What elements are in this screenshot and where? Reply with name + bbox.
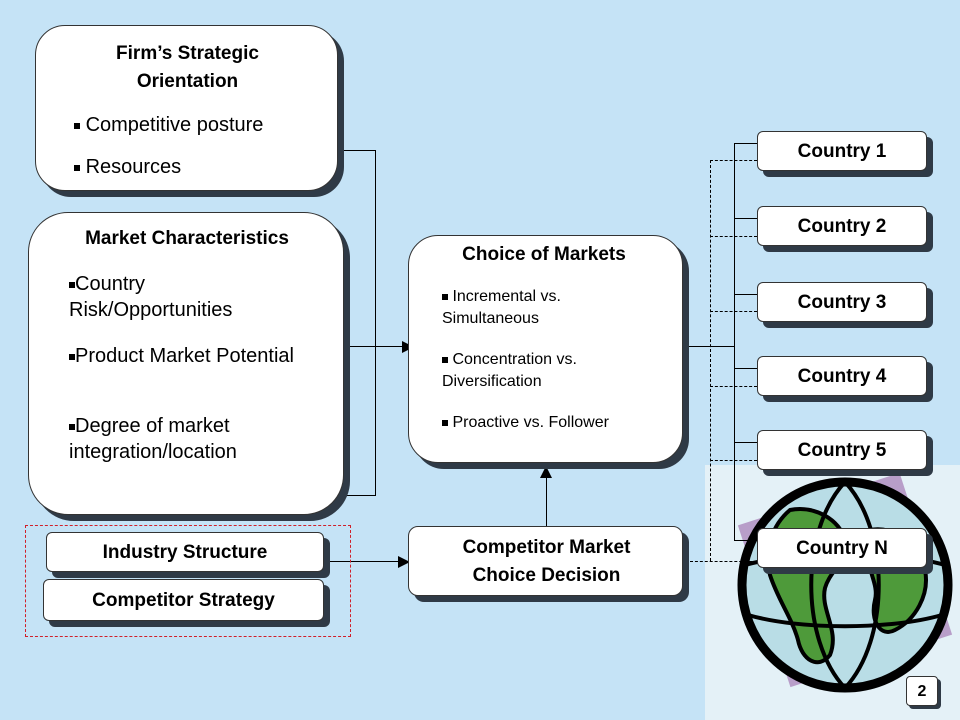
arrow-icon: [398, 556, 410, 568]
market-item: Product Market Potential: [69, 343, 309, 369]
choice-of-markets-title: Choice of Markets: [462, 244, 626, 265]
dashed-connector: [710, 160, 711, 561]
connector: [734, 218, 757, 219]
country-box: Country 2: [757, 206, 927, 246]
dashed-group-outline: [25, 525, 351, 637]
country-box: Country 4: [757, 356, 927, 396]
dashed-connector: [710, 386, 757, 387]
choice-item: Concentration vs. Diversification: [442, 351, 577, 390]
bullet-icon: [442, 419, 448, 426]
choice-of-markets-box: Choice of Markets Incremental vs. Simult…: [408, 235, 683, 463]
connector: [325, 495, 375, 496]
country-box: Country 5: [757, 430, 927, 470]
market-item: Country Risk/Opportunities: [69, 273, 233, 321]
strategic-orientation-box: Firm’s Strategic Orientation Competitive…: [35, 25, 338, 191]
market-characteristics-title: Market Characteristics: [85, 228, 289, 249]
country-box: Country 1: [757, 131, 927, 171]
bullet-icon: [442, 356, 448, 363]
country-box: Country 3: [757, 282, 927, 322]
choice-item: Proactive vs. Follower: [442, 412, 652, 434]
connector: [734, 442, 757, 443]
bullet-icon: [69, 281, 75, 288]
connector: [734, 540, 757, 541]
connector: [340, 150, 375, 151]
choice-item: Incremental vs. Simultaneous: [442, 288, 561, 327]
dashed-connector: [710, 460, 757, 461]
page-number: 2: [906, 676, 938, 706]
dashed-connector: [710, 160, 757, 161]
country-box: Country N: [757, 528, 927, 568]
dashed-connector: [690, 561, 757, 562]
connector: [345, 346, 405, 347]
connector: [546, 475, 547, 527]
connector: [375, 150, 376, 496]
connector: [330, 561, 400, 562]
orientation-item: Competitive posture: [74, 114, 263, 137]
market-item: Degree of market integration/location: [69, 415, 237, 463]
bullet-icon: [442, 293, 448, 300]
globe-icon: [737, 477, 953, 693]
connector: [734, 143, 757, 144]
bullet-icon: [74, 122, 80, 129]
bullet-icon: [74, 164, 80, 171]
market-characteristics-box: Market Characteristics Country Risk/Oppo…: [28, 212, 344, 515]
industry-structure-box: Industry Structure: [46, 532, 324, 572]
orientation-item: Resources: [74, 156, 181, 179]
bullet-icon: [69, 423, 75, 430]
bullet-icon: [69, 353, 75, 360]
connector: [734, 294, 757, 295]
connector: [734, 143, 735, 541]
dashed-connector: [710, 236, 757, 237]
competitor-strategy-box: Competitor Strategy: [43, 579, 324, 621]
competitor-decision-label: Competitor Market Choice Decision: [462, 537, 631, 586]
competitor-decision-box: Competitor Market Choice Decision: [408, 526, 683, 596]
strategic-orientation-title: Firm’s Strategic Orientation: [116, 43, 259, 92]
dashed-connector: [710, 311, 757, 312]
arrow-icon: [540, 466, 552, 478]
connector: [680, 346, 734, 347]
connector: [734, 368, 757, 369]
